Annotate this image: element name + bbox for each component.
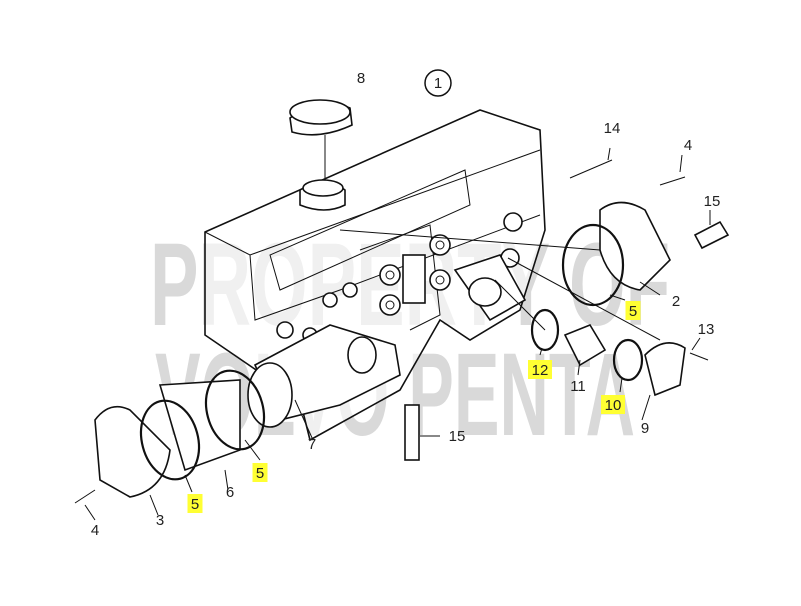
filler-cap — [289, 99, 353, 178]
callout-10: 10 — [605, 397, 622, 414]
callout-15: 15 — [449, 428, 466, 445]
callout-highlight — [528, 360, 552, 379]
callout-11: 11 — [570, 378, 586, 395]
callout-5: 5 — [629, 303, 637, 320]
callout-5: 5 — [256, 465, 264, 482]
callout-5: 5 — [191, 496, 199, 513]
callout-4: 4 — [91, 522, 99, 539]
o-ring-5-right — [561, 223, 625, 307]
o-ring-5-left-a — [139, 399, 201, 481]
fitting-15-right — [693, 220, 730, 250]
callout-12: 12 — [532, 362, 549, 379]
heat-exchanger-core — [247, 324, 401, 428]
callout-14: 14 — [604, 120, 621, 137]
o-ring-5-left-b — [204, 369, 266, 451]
fitting-15-bottom — [404, 404, 420, 461]
callout-3: 3 — [156, 512, 164, 529]
callout-8: 8 — [357, 70, 365, 87]
thermostat-11 — [563, 324, 607, 367]
diagram-reference: 1 — [434, 75, 442, 92]
callout-highlight — [601, 395, 625, 414]
callout-4: 4 — [684, 137, 692, 154]
end-cover-left — [94, 405, 171, 498]
diagram-reference-circle — [424, 69, 452, 97]
callout-2: 2 — [672, 293, 680, 310]
callout-6: 6 — [226, 484, 234, 501]
thermostat-cover-9 — [644, 342, 686, 397]
callout-9: 9 — [641, 420, 649, 437]
callout-highlight — [187, 494, 203, 513]
o-ring-10 — [612, 338, 644, 382]
callout-highlight — [252, 463, 268, 482]
thermostat-cover-2 — [599, 201, 671, 291]
callout-15: 15 — [704, 193, 721, 210]
callout-13: 13 — [698, 321, 715, 338]
o-ring-12 — [530, 308, 560, 352]
callout-highlight — [625, 301, 641, 320]
callout-7: 7 — [308, 436, 316, 453]
